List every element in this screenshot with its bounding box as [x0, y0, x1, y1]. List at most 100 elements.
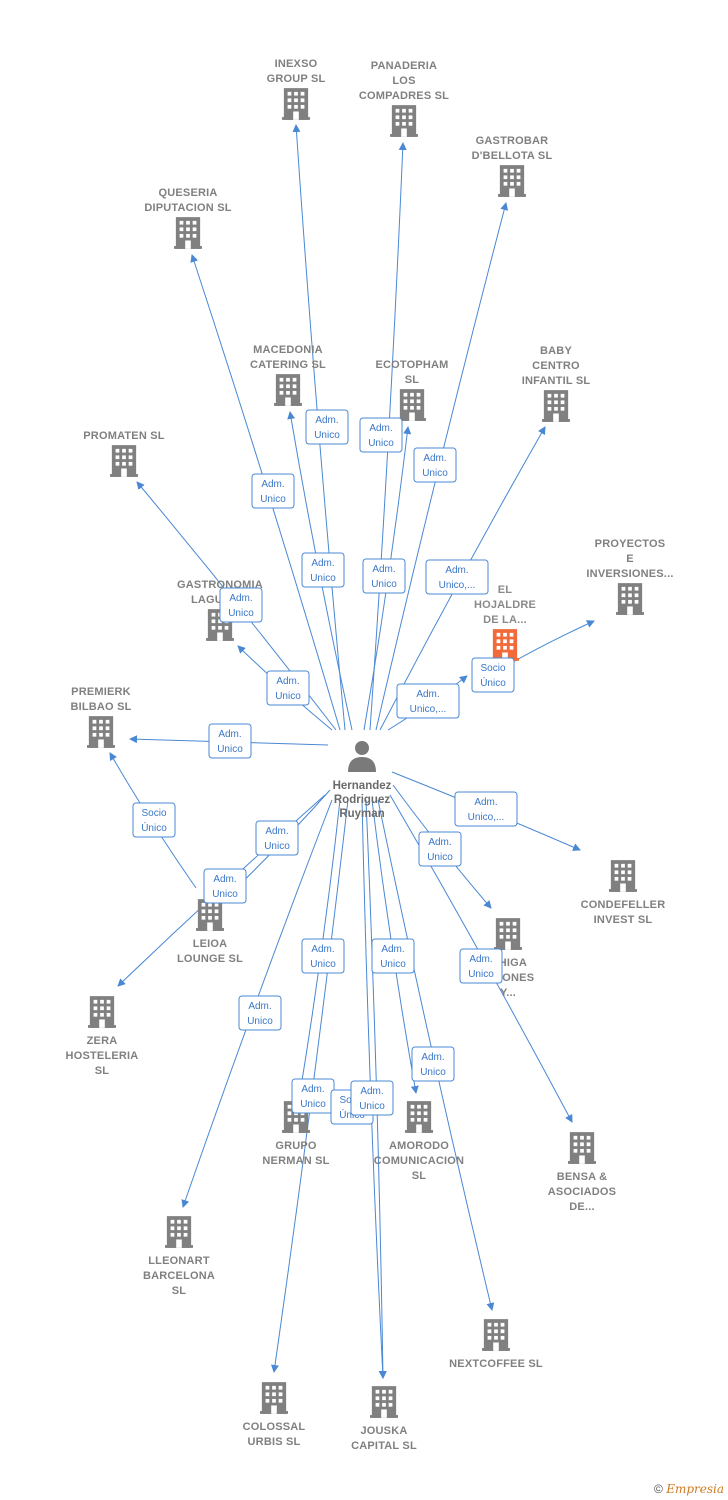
edge-label-text: Socio — [141, 808, 166, 819]
edge-label-text: Adm. — [276, 676, 299, 687]
edge-label-box — [418, 831, 462, 867]
company-label-leioa: LOUNGE SL — [177, 953, 243, 965]
edge-label-colossal[interactable]: Adm.Unico — [291, 1078, 335, 1114]
company-node-proyectos[interactable]: PROYECTOSEINVERSIONES... — [586, 538, 673, 615]
edge-label-text: Unico — [275, 691, 301, 702]
edge-label-amorodo[interactable]: Adm.Unico — [371, 938, 415, 974]
company-label-hojaldre: HOJALDRE — [474, 599, 536, 611]
edge-label-text: Unico,... — [410, 704, 447, 715]
edge-label-zera[interactable]: Adm. Unico — [203, 868, 247, 904]
edge-label-text: Adm. — [261, 479, 284, 490]
edge-label-gastrobar[interactable]: Adm. Unico — [413, 447, 457, 483]
company-label-colossal: COLOSSAL — [243, 1421, 306, 1433]
edge-label-text: Unico — [264, 841, 290, 852]
edge-label-text: Adm. — [381, 944, 404, 955]
edge-label-box — [350, 1080, 394, 1116]
edge-label-gastronomia[interactable]: Adm. Unico — [266, 670, 310, 706]
edge-label-text: Adm. — [423, 453, 446, 464]
company-label-higa: Y... — [500, 987, 516, 999]
company-label-baby: INFANTIL SL — [522, 375, 591, 387]
edge-label-queseria[interactable]: Adm. Unico — [251, 473, 295, 509]
company-label-panaderia: PANADERIA — [371, 60, 437, 72]
edges-layer — [109, 124, 595, 1379]
company-node-bensa[interactable]: BENSA &ASOCIADOSDE... — [548, 1132, 616, 1213]
edge-label-leioa[interactable]: Adm.Unico — [255, 820, 299, 856]
edge-label-hojaldre[interactable]: Adm.Unico,... — [396, 683, 460, 719]
edge-label-bensa[interactable]: Adm.Unico — [459, 948, 503, 984]
company-label-promaten: PROMATEN SL — [83, 430, 165, 442]
edge-label-box — [251, 473, 295, 509]
company-label-inexso: INEXSO — [275, 58, 318, 70]
company-label-proyectos: E — [626, 553, 634, 565]
edge-label-higa[interactable]: Adm.Unico — [418, 831, 462, 867]
company-label-amorodo: AMORODO — [389, 1140, 449, 1152]
building-icon — [498, 165, 526, 197]
edge-label-macedonia[interactable]: Adm.Unico — [301, 552, 345, 588]
edge-label-ecotopham[interactable]: Adm.Unico — [359, 417, 403, 453]
company-node-promaten[interactable]: PROMATEN SL — [83, 430, 165, 477]
edge-label-inexso[interactable]: Adm.Unico — [305, 409, 349, 445]
person-icon — [348, 757, 376, 772]
edge-label-text: Adm. — [372, 564, 395, 575]
edge-label-grupo[interactable]: Adm.Unico — [301, 938, 345, 974]
edge-label-baby[interactable]: Adm.Unico,... — [425, 559, 489, 595]
company-label-zera: ZERA — [87, 1035, 118, 1047]
person-name-label: Rodriguez — [334, 794, 390, 806]
building-icon — [274, 374, 302, 406]
edge-label-condefeller[interactable]: Adm. Unico,... — [454, 791, 518, 827]
edge-label-premierk[interactable]: Adm.Unico — [208, 723, 252, 759]
building-icon — [174, 217, 202, 249]
edge-label-text: Unico — [300, 1099, 326, 1110]
edge-label-text: Unico — [260, 494, 286, 505]
edge-label-text: Adm. — [311, 944, 334, 955]
edge-label-box — [454, 791, 518, 827]
edge-label-text: Unico — [247, 1016, 273, 1027]
edge-label-text: Adm. — [474, 797, 497, 808]
building-icon — [87, 716, 115, 748]
edge-label-box — [255, 820, 299, 856]
edge-label-box — [238, 995, 282, 1031]
company-label-grupo: NERMAN SL — [262, 1155, 329, 1167]
edge-label-nextcoffee[interactable]: Adm.Unico — [411, 1046, 455, 1082]
edge-label-panaderia[interactable]: Adm.Unico — [362, 558, 406, 594]
edge-label-text: Adm. — [213, 874, 236, 885]
edge-label-box — [413, 447, 457, 483]
edge-label-text: Adm. — [421, 1052, 444, 1063]
building-icon — [568, 1132, 596, 1164]
edge-label-text: Unico — [359, 1101, 385, 1112]
edge-label-text: Unico — [212, 889, 238, 900]
edge-label-text: Unico,... — [468, 812, 505, 823]
edge-label-box — [411, 1046, 455, 1082]
edge-label-jouska[interactable]: Adm.Unico — [350, 1080, 394, 1116]
empresia-logo[interactable]: Empresia — [666, 1482, 724, 1496]
edge-label-box — [371, 938, 415, 974]
company-node-nextcoffee[interactable]: NEXTCOFFEE SL — [449, 1319, 543, 1370]
edge-label-text: Unico — [422, 468, 448, 479]
edge-label-lleonart[interactable]: Adm.Unico — [238, 995, 282, 1031]
edge-label-text: Unico — [217, 744, 243, 755]
edge-label-promaten[interactable]: Adm.Unico — [219, 587, 263, 623]
company-label-panaderia: COMPADRES SL — [359, 90, 449, 102]
edge-label-box — [305, 409, 349, 445]
building-icon — [282, 88, 310, 120]
